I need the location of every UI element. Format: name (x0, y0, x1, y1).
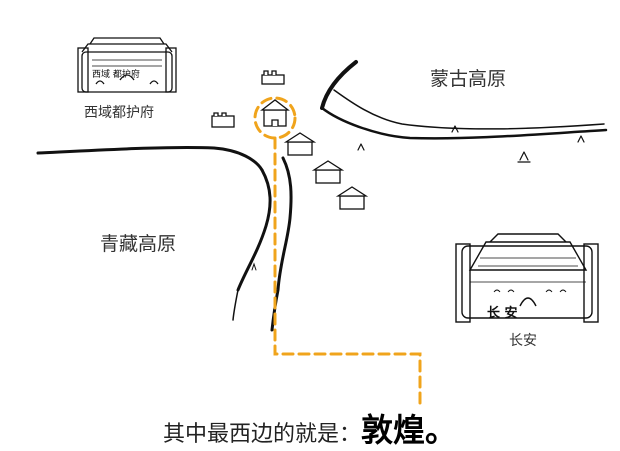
city-label-changan: 长安 (509, 333, 537, 349)
city-label-western-protectorate: 西域都护府 (84, 105, 154, 121)
fortress-western-protectorate: 西域 都护府 (77, 37, 177, 93)
fortress-small-1 (261, 70, 285, 85)
svg-text:长 安: 长 安 (487, 305, 518, 321)
region-label-tibet: 青藏高原 (100, 233, 177, 255)
caption-highlight-dunhuang: 敦煌。 (361, 411, 458, 449)
fortress-small-4 (311, 160, 345, 184)
svg-text:西域 都护府: 西域 都护府 (92, 68, 140, 80)
corridor-fortresses (211, 70, 369, 210)
fortress-small-3 (283, 132, 317, 156)
caption-prefix: 其中最西边的就是： (162, 422, 361, 447)
map-illustration: 西域 都护府 长 安 (36, 37, 608, 406)
region-label-mongolia: 蒙古高原 (430, 68, 507, 90)
fortress-dunhuang (260, 99, 290, 127)
fortress-changan: 长 安 (455, 233, 599, 323)
route-to-caption (253, 96, 422, 406)
mongolia-boundary (320, 60, 608, 163)
fortress-small-2 (211, 112, 235, 128)
caption: 其中最西边的就是：敦煌。 (0, 405, 620, 451)
fortress-small-5 (335, 186, 369, 210)
